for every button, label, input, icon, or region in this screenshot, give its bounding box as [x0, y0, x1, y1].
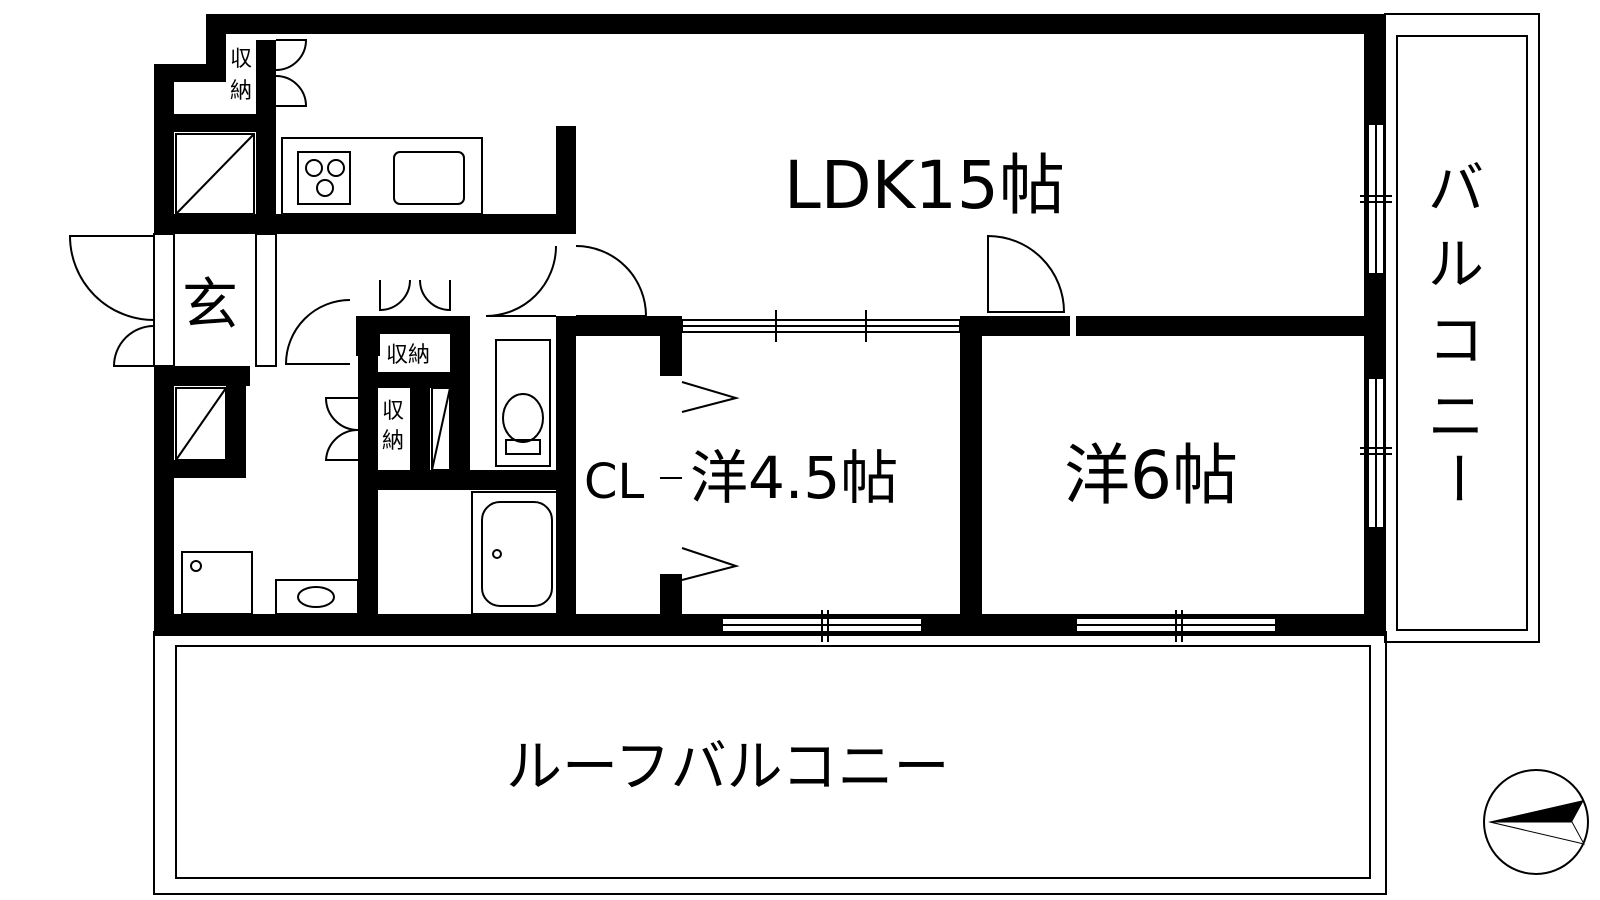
washing-machine-icon	[181, 551, 253, 615]
svg-text:ニ: ニ	[1428, 385, 1484, 450]
roof-balcony-label: ルーフバルコニー	[506, 735, 950, 800]
storage-vertical-mid-2: 納	[382, 429, 404, 454]
kitchen-sink-icon	[393, 151, 465, 205]
western-room-4-5-label: 洋4.5帖	[690, 444, 898, 512]
storage-vertical-mid-1: 収	[382, 399, 404, 424]
toilet-icon	[495, 339, 551, 467]
north-arrow-icon	[1483, 769, 1589, 875]
ldk-label: LDK15帖	[784, 147, 1065, 224]
closet-label: CL	[584, 454, 645, 510]
entrance-label: 玄	[182, 273, 238, 338]
kitchen-counter	[281, 137, 483, 215]
washbasin-icon	[275, 579, 359, 615]
svg-text:ル: ル	[1428, 233, 1484, 298]
svg-text:ー: ー	[1424, 450, 1489, 506]
balcony-label: バ ル コ ニ ー	[1424, 157, 1489, 506]
svg-text:バ: バ	[1428, 157, 1484, 222]
storage-vertical-top-1: 収	[230, 47, 252, 72]
storage-shelves	[175, 133, 451, 471]
bathtub-icon	[471, 491, 559, 615]
windows	[153, 123, 1392, 642]
stove-icon	[297, 151, 351, 205]
storage-label-small: 収納	[386, 343, 430, 368]
western-room-6-label: 洋6帖	[1064, 437, 1238, 514]
doors	[68, 39, 1066, 581]
svg-text:コ: コ	[1428, 309, 1484, 374]
storage-vertical-top-2: 納	[230, 79, 252, 104]
